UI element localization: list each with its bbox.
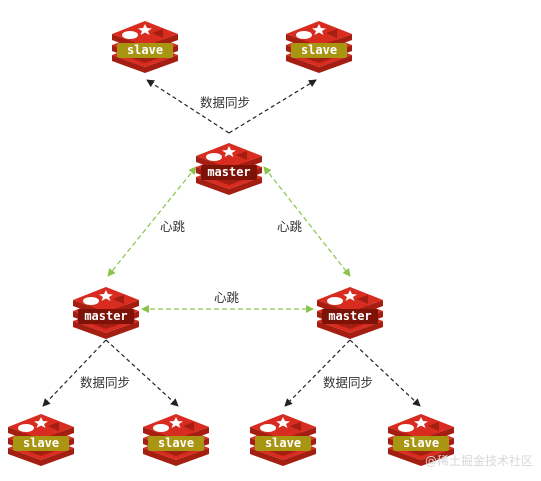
edge-label-heartbeat-middle: 心跳 (212, 290, 242, 306)
edge-label-left-sync: 数据同步 (78, 375, 133, 391)
heartbeat-edge-top-left (107, 166, 197, 277)
sync-edge-top-master-to-slave-1 (146, 79, 230, 134)
redis-logo-icon (108, 15, 182, 73)
redis-slave-node: slave (4, 408, 78, 466)
edge-label-top-sync: 数据同步 (198, 95, 253, 111)
redis-logo-icon (282, 15, 356, 73)
sync-edge-left-master-to-slave-2 (105, 339, 179, 407)
redis-logo-icon (313, 281, 387, 339)
watermark: @稀土掘金技术社区 (424, 454, 533, 468)
sync-edge-top-master-to-slave-2 (228, 79, 317, 134)
sync-edge-right-master-to-slave-2 (349, 339, 421, 407)
redis-logo-icon (192, 137, 266, 195)
redis-master-node: master (313, 281, 387, 339)
edge-label-heartbeat-right: 心跳 (275, 219, 305, 235)
redis-logo-icon (69, 281, 143, 339)
redis-slave-node: slave (139, 408, 213, 466)
redis-slave-node: slave (282, 15, 356, 73)
redis-master-node: master (69, 281, 143, 339)
edge-label-right-sync: 数据同步 (321, 375, 376, 391)
redis-logo-icon (139, 408, 213, 466)
redis-logo-icon (246, 408, 320, 466)
sync-edge-right-master-to-slave-1 (284, 339, 351, 407)
redis-slave-node: slave (246, 408, 320, 466)
heartbeat-edge-top-right (263, 166, 351, 277)
redis-slave-node: slave (108, 15, 182, 73)
sync-edge-left-master-to-slave-1 (42, 339, 107, 407)
redis-master-node: master (192, 137, 266, 195)
redis-logo-icon (4, 408, 78, 466)
edge-label-heartbeat-left: 心跳 (158, 219, 188, 235)
redis-logo-icon (384, 408, 458, 466)
